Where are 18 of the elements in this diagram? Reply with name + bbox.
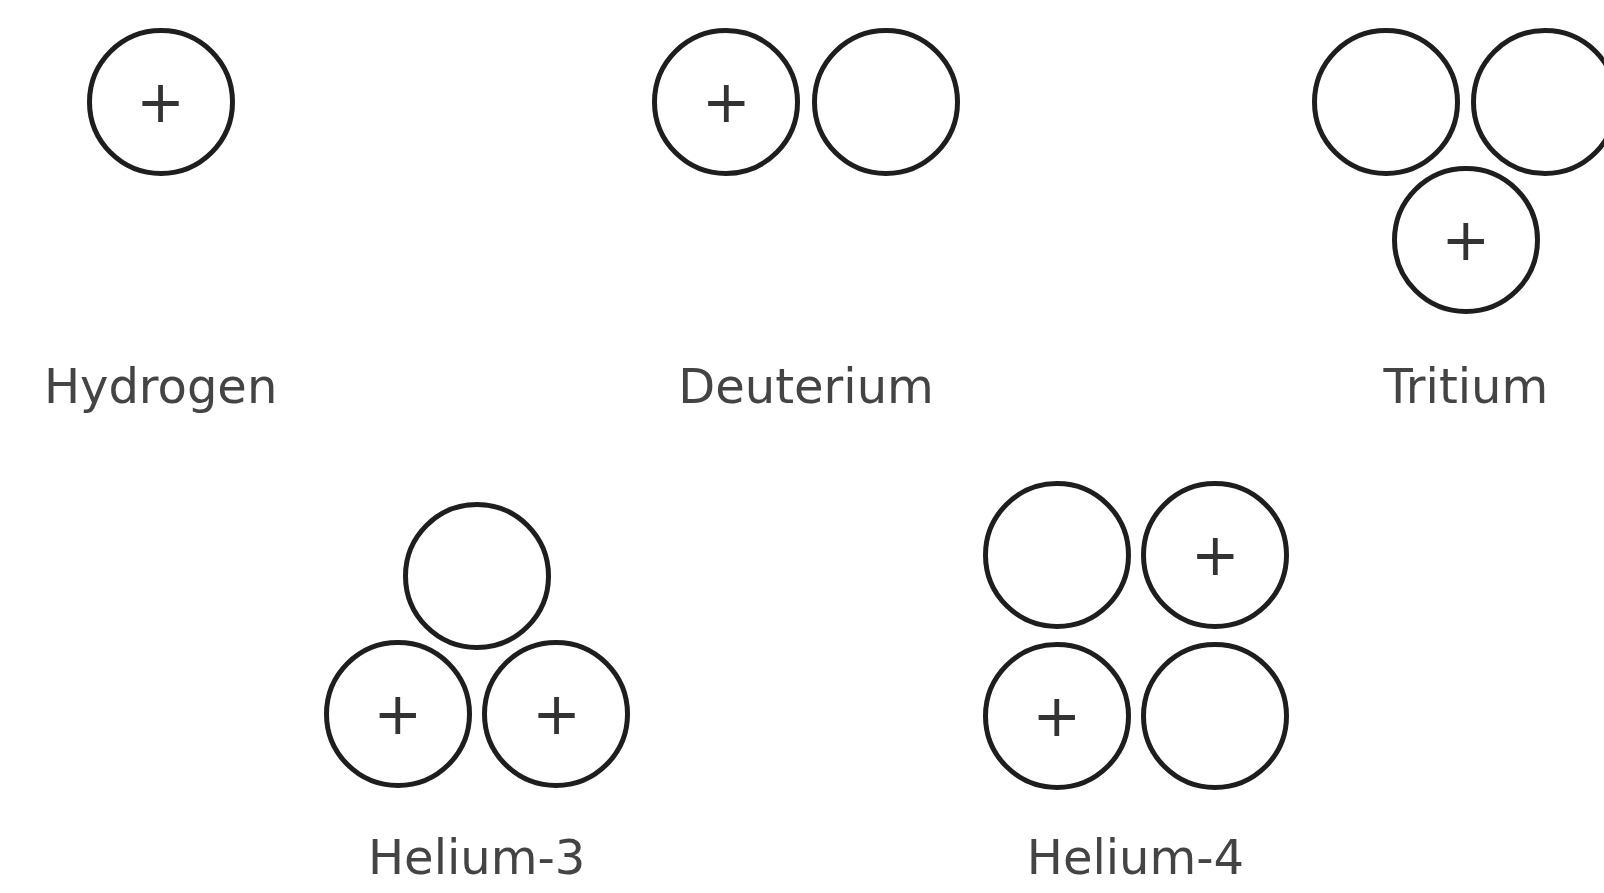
isotope-label: Deuterium bbox=[678, 357, 934, 414]
neutron-circle bbox=[402, 501, 551, 650]
neutron-circle bbox=[1141, 642, 1290, 791]
isotope-label: Hydrogen bbox=[43, 357, 278, 414]
proton-circle: + bbox=[482, 640, 631, 788]
proton-circle: + bbox=[652, 28, 801, 177]
proton-circle: + bbox=[982, 642, 1131, 791]
neutron-circle bbox=[982, 481, 1131, 630]
neutron-circle bbox=[1312, 28, 1461, 177]
proton-circle: + bbox=[1391, 166, 1540, 315]
proton-circle: + bbox=[323, 640, 472, 788]
neutron-circle bbox=[811, 28, 960, 177]
isotope-label: Helium-4 bbox=[1026, 829, 1245, 886]
proton-circle: + bbox=[86, 28, 235, 177]
isotope-label: Tritium bbox=[1383, 357, 1549, 414]
neutron-circle bbox=[1470, 28, 1604, 177]
proton-circle: + bbox=[1141, 481, 1290, 630]
isotope-label: Helium-3 bbox=[368, 829, 586, 886]
